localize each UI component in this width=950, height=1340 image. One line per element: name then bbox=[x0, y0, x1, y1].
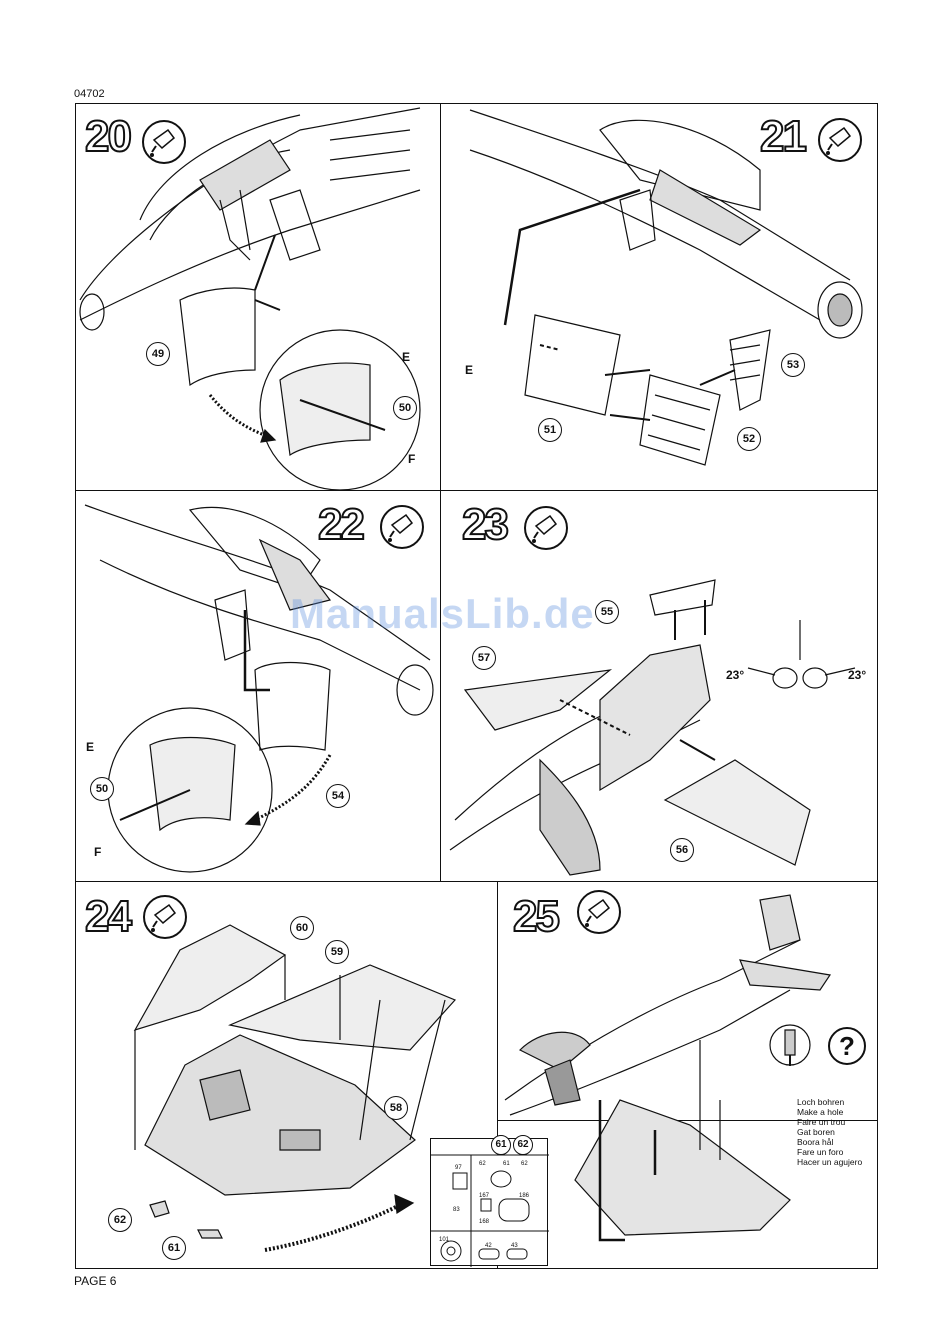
drill-text-line: Make a hole bbox=[797, 1107, 862, 1117]
parts-sprue-box: 61 62 97 62 61 62 83 167 168 186 101 42 … bbox=[430, 1138, 548, 1266]
step-number-22: 22 bbox=[318, 500, 363, 550]
part-callout-62: 62 bbox=[108, 1208, 132, 1232]
part-callout-50: 50 bbox=[393, 396, 417, 420]
question-icon: ? bbox=[828, 1027, 866, 1065]
glue-tube-icon bbox=[143, 895, 187, 939]
drill-text-line: Hacer un agujero bbox=[797, 1157, 862, 1167]
angle-label-right: 23° bbox=[848, 668, 866, 682]
step-number-25: 25 bbox=[513, 892, 558, 942]
part-callout-52: 52 bbox=[737, 427, 761, 451]
part-callout-57: 57 bbox=[472, 646, 496, 670]
marker-letter-f: F bbox=[94, 845, 101, 859]
glue-tube-icon bbox=[577, 890, 621, 934]
part-callout-54: 54 bbox=[326, 784, 350, 808]
part-callout-50: 50 bbox=[90, 777, 114, 801]
marker-letter-e: E bbox=[86, 740, 94, 754]
marker-letter-f: F bbox=[408, 452, 415, 466]
step-number-24: 24 bbox=[85, 892, 130, 942]
step-number-21: 21 bbox=[760, 112, 805, 162]
step-number-20: 20 bbox=[85, 112, 130, 162]
part-callout-59: 59 bbox=[325, 940, 349, 964]
part-callout-58: 58 bbox=[384, 1096, 408, 1120]
watermark-text: ManualsLib.de bbox=[290, 590, 595, 638]
drill-text-line: Faire un trou bbox=[797, 1117, 862, 1127]
page-label: PAGE 6 bbox=[74, 1274, 116, 1288]
marker-letter-e: E bbox=[465, 363, 473, 377]
drill-instructions: Loch bohren Make a hole Faire un trou Ga… bbox=[797, 1097, 862, 1167]
part-callout-51: 51 bbox=[538, 418, 562, 442]
part-callout-49: 49 bbox=[146, 342, 170, 366]
marker-letter-e: E bbox=[402, 350, 410, 364]
glue-tube-icon bbox=[380, 505, 424, 549]
drill-text-line: Fare un foro bbox=[797, 1147, 862, 1157]
drill-text-line: Loch bohren bbox=[797, 1097, 862, 1107]
part-callout-56: 56 bbox=[670, 838, 694, 862]
angle-label-left: 23° bbox=[726, 668, 744, 682]
part-callout-61: 61 bbox=[162, 1236, 186, 1260]
glue-tube-icon bbox=[524, 506, 568, 550]
drill-text-line: Gat boren bbox=[797, 1127, 862, 1137]
glue-tube-icon bbox=[142, 120, 186, 164]
part-callout-55: 55 bbox=[595, 600, 619, 624]
sprue-diagram bbox=[431, 1139, 549, 1267]
drill-text-line: Boora hål bbox=[797, 1137, 862, 1147]
glue-tube-icon bbox=[818, 118, 862, 162]
part-callout-53: 53 bbox=[781, 353, 805, 377]
step-number-23: 23 bbox=[462, 500, 507, 550]
part-callout-60: 60 bbox=[290, 916, 314, 940]
